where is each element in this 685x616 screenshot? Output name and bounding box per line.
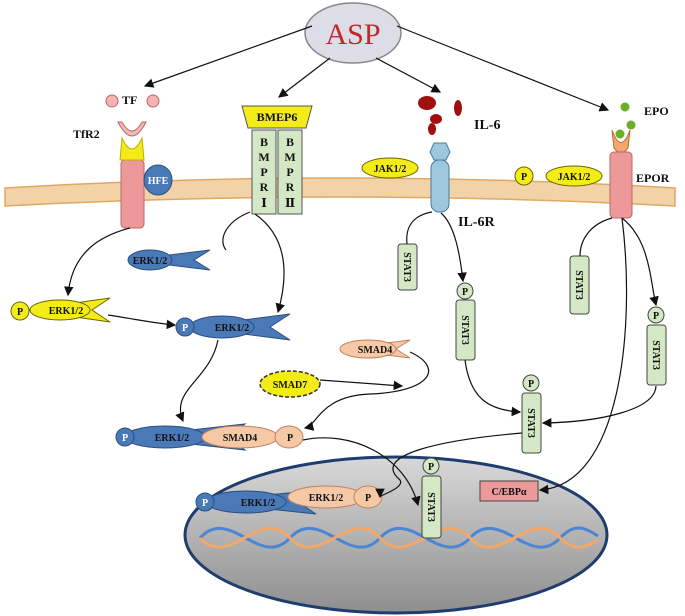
stat3-nucleus-label: STAT3 <box>425 492 436 522</box>
epor-receptor: EPOR <box>609 129 670 219</box>
stat3-il6-inactive: STAT3 <box>397 243 418 291</box>
edge-smad7-inhibit <box>319 379 404 391</box>
stat3-epo-active: P STAT3 <box>646 306 667 386</box>
edge-stat3-il6-merge <box>464 359 522 417</box>
smad7: SMAD7 <box>259 370 321 398</box>
jak-epo-label: JAK1/2 <box>558 172 591 183</box>
edge-smad4-to-complex <box>303 351 430 431</box>
erk-free: ERK1/2 <box>127 249 211 271</box>
stat3-il6-active: P STAT3 <box>455 282 476 361</box>
stat3-nucleus-p: P <box>428 462 434 473</box>
epo-ligands: EPO <box>615 102 669 139</box>
bmpr2-letter-0: B <box>286 135 294 149</box>
stat3-merged-p: P <box>528 379 534 390</box>
bmpr2-letter-3: R <box>286 180 295 194</box>
stat3-merged: P STAT3 <box>521 374 542 454</box>
edge-erk-yellow-to-blue <box>107 314 177 330</box>
edge-asp-tf <box>143 25 313 88</box>
stat3-epo-active-label: STAT3 <box>650 340 661 370</box>
smad4-complex-p: P <box>287 433 293 444</box>
jak-epo: JAK1/2 P <box>514 165 603 187</box>
erk-yellow-phospho: ERK1/2 P <box>10 297 111 323</box>
edge-bmpr-erk-blue <box>254 213 285 314</box>
stat3-epo-active-p: P <box>653 311 659 322</box>
cell-membrane <box>4 177 676 207</box>
bmp6-label: BMEP6 <box>257 110 298 124</box>
jak-il6: JAK1/2 <box>361 157 419 179</box>
edge-asp-il6 <box>375 57 442 93</box>
edge-epor-stat3-active <box>621 217 659 307</box>
tfr2-receptor: TF TfR2 <box>73 93 160 229</box>
asp-node: ASP <box>304 2 402 64</box>
edge-complex-to-nucleus <box>302 437 421 507</box>
stat3-nucleus: P STAT3 <box>421 457 442 539</box>
edge-bmpr-erk-free <box>222 211 251 251</box>
bmp6-ligand: BMEP6 <box>241 105 313 129</box>
erk-smad4-complex: ERK1/2 P SMAD4 P <box>115 423 304 451</box>
stat3-il6-active-p: P <box>462 287 468 298</box>
stat3-il6-active-label: STAT3 <box>459 315 470 345</box>
edge-erk-blue-to-complex <box>175 339 219 423</box>
erk-complex-label: ERK1/2 <box>155 433 189 444</box>
edge-il6r-stat3-active <box>440 212 467 283</box>
bmpr1-letter-0: B <box>260 135 268 149</box>
hfe-label: HFE <box>148 176 169 187</box>
dna-strand-blue <box>198 526 599 549</box>
bmpr2-letter-2: P <box>286 165 293 179</box>
smad4-complex-label: SMAD4 <box>223 433 257 444</box>
edge-tfr2-erk <box>64 227 131 297</box>
stat3-epo-inactive-label: STAT3 <box>573 270 584 300</box>
edge-asp-bmp6 <box>278 57 331 98</box>
erk-nucleus-2-label: ERK1/2 <box>309 493 343 504</box>
erk-nucleus-2-p: P <box>365 493 371 504</box>
epor-label: EPOR <box>636 171 670 185</box>
il6-ligands: IL-6 <box>418 96 500 135</box>
tf-label: TF <box>122 93 137 107</box>
edge-stat3-epo-merge <box>541 385 657 428</box>
hfe-protein: HFE <box>143 164 173 196</box>
il6r-receptor: IL-6R <box>429 142 495 230</box>
bmpr2-letter-1: M <box>284 150 295 164</box>
bmpr2-receptor: B M P R Ⅱ <box>277 129 303 215</box>
bmpr1-letter-3: R <box>260 180 269 194</box>
il6-label: IL-6 <box>474 118 500 133</box>
jak-il6-label: JAK1/2 <box>374 164 407 175</box>
bmpr1-letter-4: Ⅰ <box>261 196 267 210</box>
edge-il6r-stat3 <box>406 211 433 245</box>
smad7-label: SMAD7 <box>273 380 307 391</box>
edge-asp-epo <box>396 25 610 112</box>
erk-free-label: ERK1/2 <box>133 256 167 267</box>
smad4-free: SMAD4 <box>339 339 411 359</box>
epo-label: EPO <box>644 104 669 118</box>
bmpr1-receptor: B M P R Ⅰ <box>251 129 277 215</box>
stat3-merged-label: STAT3 <box>525 408 536 438</box>
edge-epor-cebpa <box>538 217 628 495</box>
stat3-epo-inactive: STAT3 <box>569 255 590 315</box>
erk-erk-dimer: ERK1/2 P ERK1/2 P <box>195 485 383 515</box>
il6r-label: IL-6R <box>458 215 495 230</box>
erk-nucleus-1-p: P <box>202 498 208 509</box>
erk-blue-label: ERK1/2 <box>215 323 249 334</box>
stat3-il6-inactive-label: STAT3 <box>401 252 412 282</box>
jak-epo-phospho: P <box>521 172 527 183</box>
asp-label: ASP <box>325 18 380 51</box>
tfr2-label: TfR2 <box>73 127 100 141</box>
edge-stat3-to-nucleus <box>375 432 523 499</box>
cebpa-label: C/EBPα <box>491 487 526 498</box>
bmpr2-letter-4: Ⅱ <box>285 196 295 210</box>
bmpr1-letter-2: P <box>260 165 267 179</box>
erk-yellow-p: P <box>17 307 23 318</box>
dna-strand-orange <box>198 526 599 549</box>
edge-epor-stat3 <box>579 217 613 257</box>
erk-blue-p: P <box>182 323 188 334</box>
erk-yellow-label: ERK1/2 <box>49 306 83 317</box>
bmpr1-letter-1: M <box>258 150 269 164</box>
erk-nucleus-1-label: ERK1/2 <box>241 498 275 509</box>
nucleus <box>183 455 609 615</box>
cebpa-box: C/EBPα <box>479 480 539 502</box>
erk-complex-p: P <box>122 433 128 444</box>
smad4-label: SMAD4 <box>358 345 392 356</box>
erk-blue-phospho: ERK1/2 P <box>175 313 291 341</box>
